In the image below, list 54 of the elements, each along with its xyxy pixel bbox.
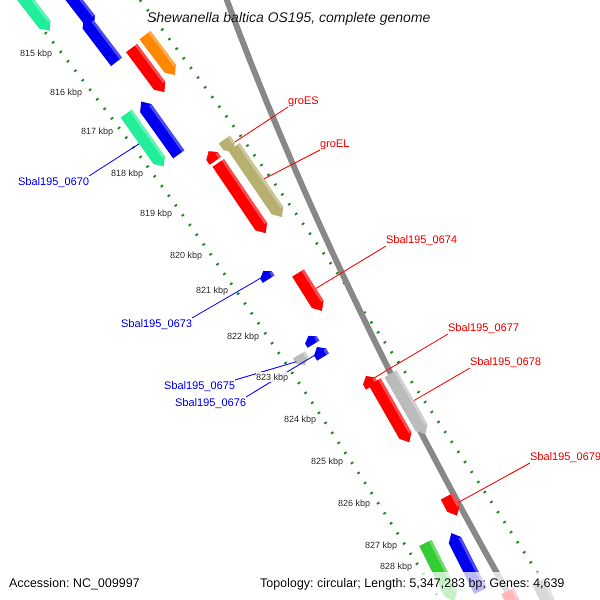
gene-feature — [440, 493, 460, 516]
gene-feature — [212, 158, 268, 234]
gene-feature — [384, 370, 428, 434]
gene-label: Sbal195_0673 — [121, 318, 192, 330]
gene-label: Sbal195_0674 — [386, 234, 457, 246]
gene-feature — [126, 44, 166, 92]
footer-text: Accession: NC_009997 — [9, 576, 140, 591]
footer-text: Topology: circular; Length: 5,347,283 bp; Genes: 4,639 — [260, 576, 564, 591]
scale-label: 826 kbp — [338, 498, 370, 508]
leader-line — [234, 106, 288, 143]
title: Shewanella baltica OS195, complete genome — [147, 9, 430, 25]
leader-line — [458, 462, 530, 504]
gene-feature — [305, 336, 320, 348]
gene-feature — [292, 351, 308, 366]
gene-feature — [260, 270, 275, 283]
gene-feature — [206, 151, 222, 165]
gene-feature — [228, 142, 284, 218]
gene-label: Sbal195_0675 — [164, 380, 235, 392]
gene-feature — [292, 269, 324, 312]
scale-label: 824 kbp — [284, 414, 316, 424]
scale-label: 823 kbp — [256, 372, 288, 382]
scale-label: 820 kbp — [170, 250, 202, 260]
gene-feature — [120, 109, 165, 167]
gene-label: groES — [288, 95, 319, 107]
scale-label: 817 kbp — [81, 126, 114, 136]
gene-label: Sbal195_0670 — [18, 176, 89, 188]
leader-line — [192, 277, 262, 318]
scale-label: 816 kbp — [50, 87, 82, 97]
gene-feature — [314, 346, 330, 361]
scale-label: 825 kbp — [311, 456, 344, 466]
gene-label: groEL — [320, 138, 350, 150]
scale-label: 815 kbp — [20, 48, 52, 58]
scale-label: 818 kbp — [111, 168, 144, 178]
scale-label: 821 kbp — [196, 285, 228, 295]
leader-line — [414, 368, 470, 401]
scale-label: 822 kbp — [227, 331, 260, 341]
scale-label: 827 kbp — [365, 540, 398, 550]
gene-feature — [218, 135, 235, 153]
gene-label: Sbal195_0679 — [530, 451, 600, 463]
gene-feature — [139, 30, 176, 75]
scale-label: 828 kbp — [380, 561, 412, 571]
gene-feature — [140, 102, 185, 159]
leader-line — [88, 143, 140, 176]
leader-line — [264, 150, 320, 180]
leader-line — [316, 246, 386, 289]
gene-label: Sbal195_0678 — [470, 356, 541, 368]
leader-line — [374, 334, 448, 378]
gene-label: Sbal195_0677 — [448, 322, 519, 334]
gene-feature — [368, 378, 412, 442]
gene-label: Sbal195_0676 — [175, 397, 246, 409]
leader-line — [234, 361, 297, 380]
scale-label: 819 kbp — [140, 208, 172, 218]
gene-feature — [82, 18, 122, 66]
gene-feature — [16, 0, 50, 31]
